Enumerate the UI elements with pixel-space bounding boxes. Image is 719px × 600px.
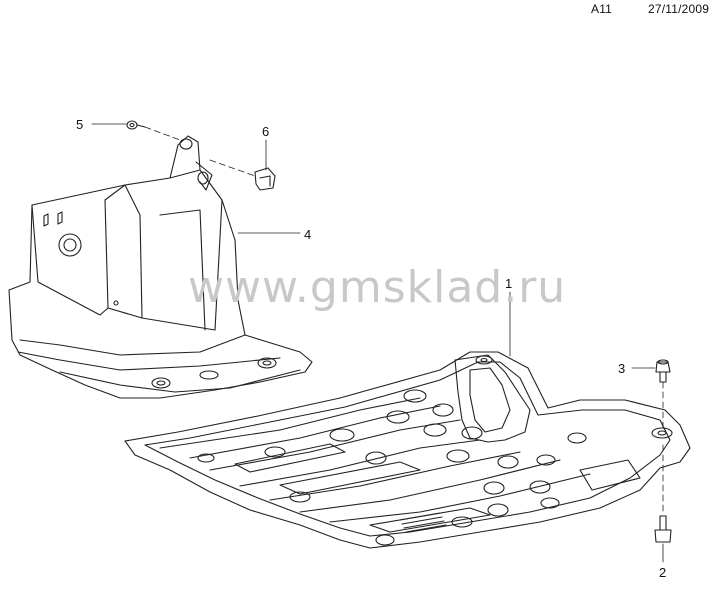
part-4-side-shield [8, 135, 313, 399]
callout-2: 2 [659, 565, 667, 580]
watermark: www.gmsklad.ru [188, 262, 567, 313]
callout-6: 6 [262, 124, 270, 139]
callout-4: 4 [304, 227, 312, 242]
part-5-bolt [91, 120, 181, 141]
part-3-bolt [631, 359, 671, 429]
diagram-date: 27/11/2009 [648, 2, 710, 16]
diagram-ref: A11 [591, 2, 613, 16]
part-1-underbody-plate [124, 291, 691, 549]
part-6-clip [209, 139, 276, 191]
part-2-bolt [654, 444, 672, 563]
callout-1: 1 [505, 276, 513, 291]
callout-3: 3 [618, 361, 626, 376]
callout-5: 5 [76, 117, 84, 132]
